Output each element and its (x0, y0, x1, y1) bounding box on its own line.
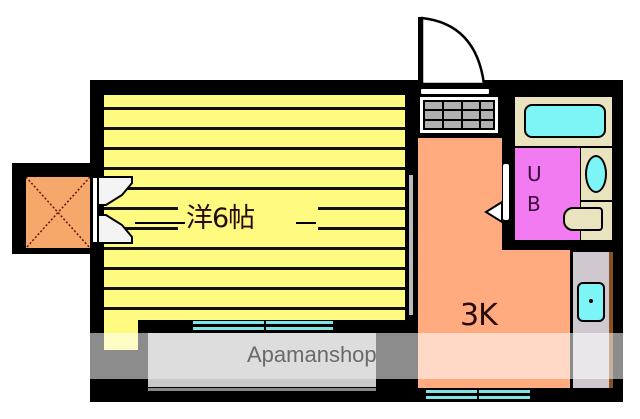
window-south-east-mullion (477, 388, 479, 400)
watermark-text: Apamanshop (247, 342, 377, 367)
entrance-door-icon (418, 16, 486, 89)
closet-door-icon (98, 176, 133, 244)
toilet (563, 207, 603, 231)
closet (26, 177, 90, 248)
unit-bath-label-b: B (527, 192, 541, 216)
window-south-west-2[interactable] (193, 327, 333, 330)
western-room-label: 洋6帖 (186, 203, 255, 234)
closet-door-frame (92, 177, 98, 243)
bathroom-door-arrow-icon (484, 200, 503, 224)
bathroom-door (502, 163, 510, 221)
window-south-west[interactable] (193, 321, 333, 324)
sink-drain-icon (589, 299, 593, 303)
sliding-door (407, 175, 415, 315)
bathtub (524, 104, 606, 138)
western-room-label-line-left (135, 222, 185, 224)
kitchen-label: 3K (460, 298, 498, 333)
western-room-label-bg (178, 198, 318, 232)
unit-bath-label-u: U (527, 162, 542, 186)
watermark-panel (148, 333, 376, 387)
entrance-threshold (420, 88, 490, 95)
shoe-box (420, 97, 498, 133)
window-south-west-mullion (264, 320, 266, 330)
closet-x-icon (26, 177, 90, 248)
balcony-railing (148, 388, 376, 391)
washbasin (585, 155, 607, 193)
sink-area-edge (609, 252, 613, 388)
western-room-label-line-right (296, 222, 316, 224)
